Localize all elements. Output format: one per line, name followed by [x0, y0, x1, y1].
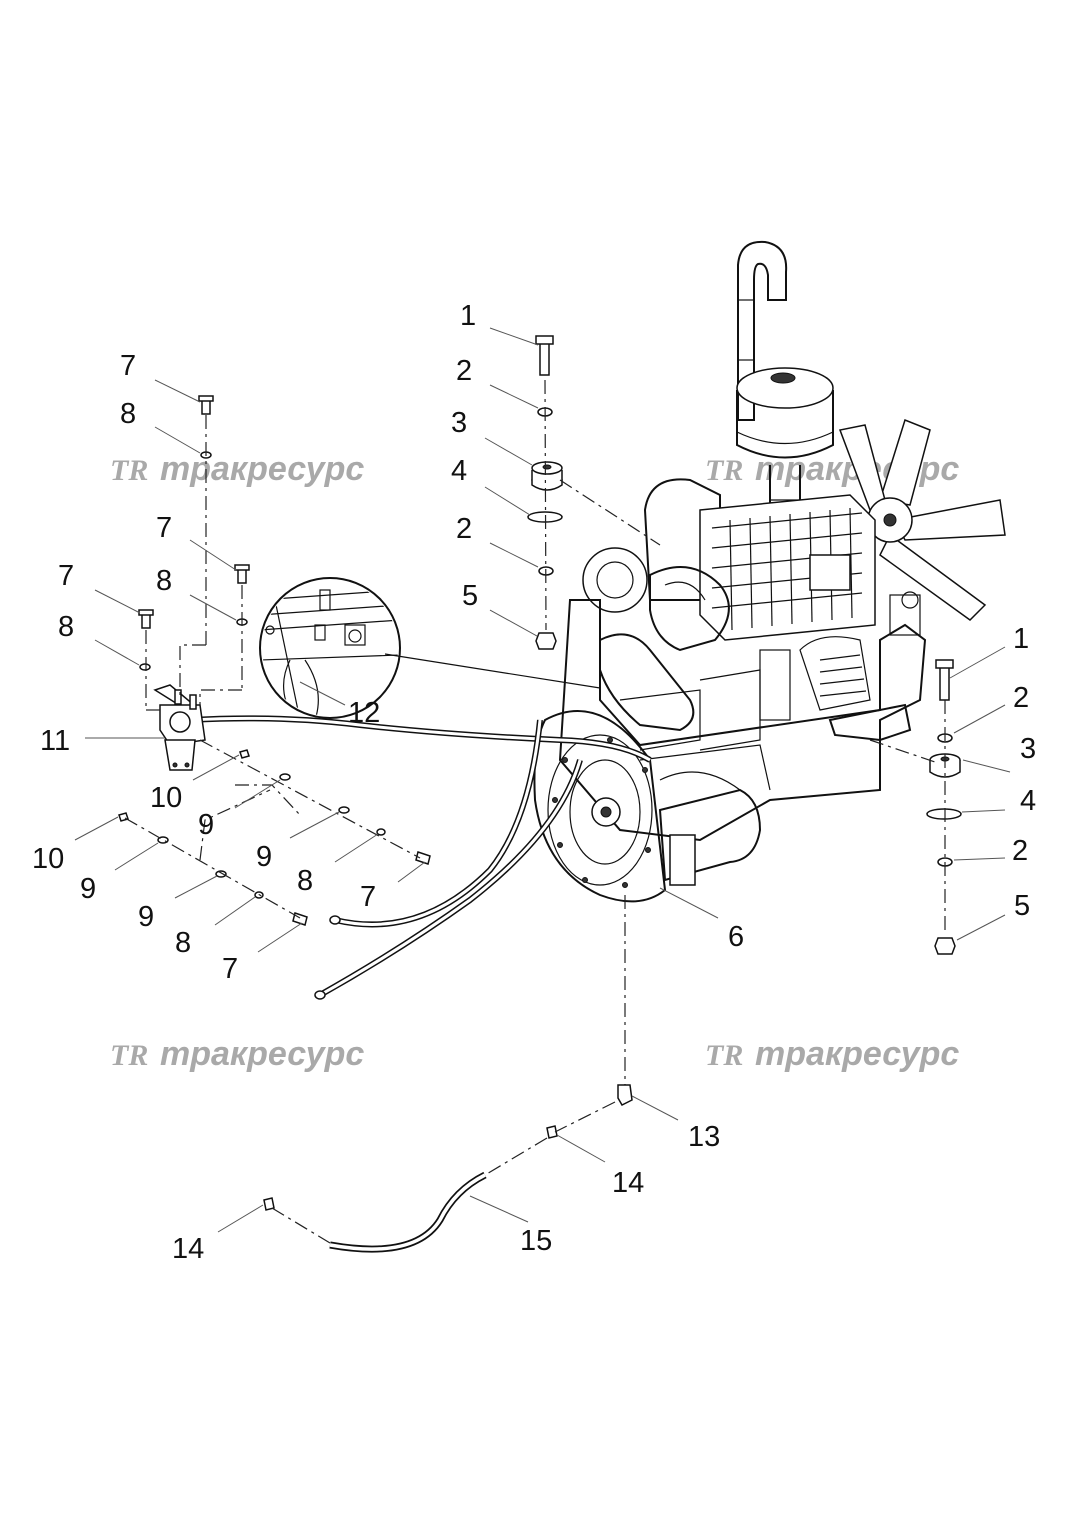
bolt — [539, 339, 550, 376]
rubber-mount — [531, 461, 563, 491]
nut — [535, 632, 557, 650]
callout-label: 1 — [1013, 623, 1029, 655]
callout-label: 7 — [58, 560, 74, 592]
engine-block — [558, 599, 927, 842]
detail-view-circle — [259, 577, 601, 719]
cooling-fan — [838, 419, 1006, 621]
callout-label: 2 — [1012, 835, 1028, 867]
callout-label: 9 — [256, 841, 272, 873]
flywheel-housing — [533, 710, 762, 903]
callout-label: 11 — [40, 725, 70, 757]
callout-label: 14 — [612, 1167, 644, 1199]
watermark-logo: TR — [705, 1039, 743, 1072]
fitting — [263, 1197, 275, 1211]
callout-label: 14 — [172, 1233, 204, 1265]
callout-label: 4 — [1020, 785, 1036, 817]
watermark-bottom-right: TR тракресурс — [705, 1035, 959, 1073]
callout-label: 7 — [156, 512, 172, 544]
drain-hose — [329, 1171, 487, 1253]
mount-bracket-right — [828, 703, 912, 742]
plate-washer — [926, 808, 962, 820]
mount-stack-top — [527, 335, 661, 650]
callout-label: 9 — [80, 873, 96, 905]
callout-label: 5 — [462, 580, 478, 612]
callout-label: 2 — [456, 355, 472, 387]
fasteners-upper — [138, 395, 250, 711]
watermark-text: тракресурс — [160, 450, 364, 488]
callout-label: 7 — [222, 953, 238, 985]
callout-label: 6 — [728, 921, 744, 953]
fasteners-lower — [118, 739, 431, 926]
elbow-fitting — [617, 1084, 633, 1106]
block-details — [619, 591, 921, 791]
leader-lines — [74, 327, 1011, 1233]
callout-labels: 1 2 3 4 2 5 1 2 3 4 2 5 6 7 8 7 8 7 8 11… — [32, 300, 1036, 1265]
callout-label: 15 — [520, 1225, 552, 1257]
callout-label: 8 — [297, 865, 313, 897]
callout-label: 8 — [58, 611, 74, 643]
watermark-text: тракресурс — [160, 1035, 364, 1073]
mount-stack-right — [869, 659, 962, 955]
watermark-text: тракресурс — [755, 1035, 959, 1073]
callout-label: 13 — [688, 1121, 720, 1153]
hoses — [189, 715, 652, 1000]
drain-line — [263, 895, 633, 1253]
callout-label: 10 — [32, 843, 64, 875]
nut — [934, 937, 956, 955]
air-filter-body — [736, 390, 834, 459]
callout-label: 12 — [348, 697, 380, 729]
callout-label: 2 — [1013, 682, 1029, 714]
air-filter-top — [736, 367, 834, 409]
callout-label: 2 — [456, 513, 472, 545]
exhaust-manifold — [599, 633, 695, 732]
bolt — [939, 664, 950, 701]
filter-housing — [699, 494, 876, 641]
callout-label: 4 — [451, 455, 467, 487]
callout-label: 3 — [1020, 733, 1036, 765]
callout-label: 8 — [156, 565, 172, 597]
turbocharger — [582, 547, 730, 652]
watermark-logo: TR — [705, 454, 743, 487]
callout-label: 7 — [360, 881, 376, 913]
callout-label: 8 — [120, 398, 136, 430]
callout-label: 5 — [1014, 890, 1030, 922]
callout-label: 7 — [120, 350, 136, 382]
watermark-logo: TR — [110, 454, 148, 487]
exhaust-pipe — [737, 240, 788, 421]
callout-label: 8 — [175, 927, 191, 959]
callout-label: 9 — [198, 809, 214, 841]
callout-label: 3 — [451, 407, 467, 439]
watermark-bottom-left: TR тракресурс — [110, 1035, 364, 1073]
engine-assembly — [533, 240, 1006, 903]
fitting — [546, 1125, 558, 1139]
callout-label: 1 — [460, 300, 476, 332]
watermark-top-left: TR тракресурс — [110, 450, 364, 488]
callout-label: 9 — [138, 901, 154, 933]
callout-label: 10 — [150, 782, 182, 814]
watermark-logo: TR — [110, 1039, 148, 1072]
hand-pump-bracket — [153, 684, 206, 771]
